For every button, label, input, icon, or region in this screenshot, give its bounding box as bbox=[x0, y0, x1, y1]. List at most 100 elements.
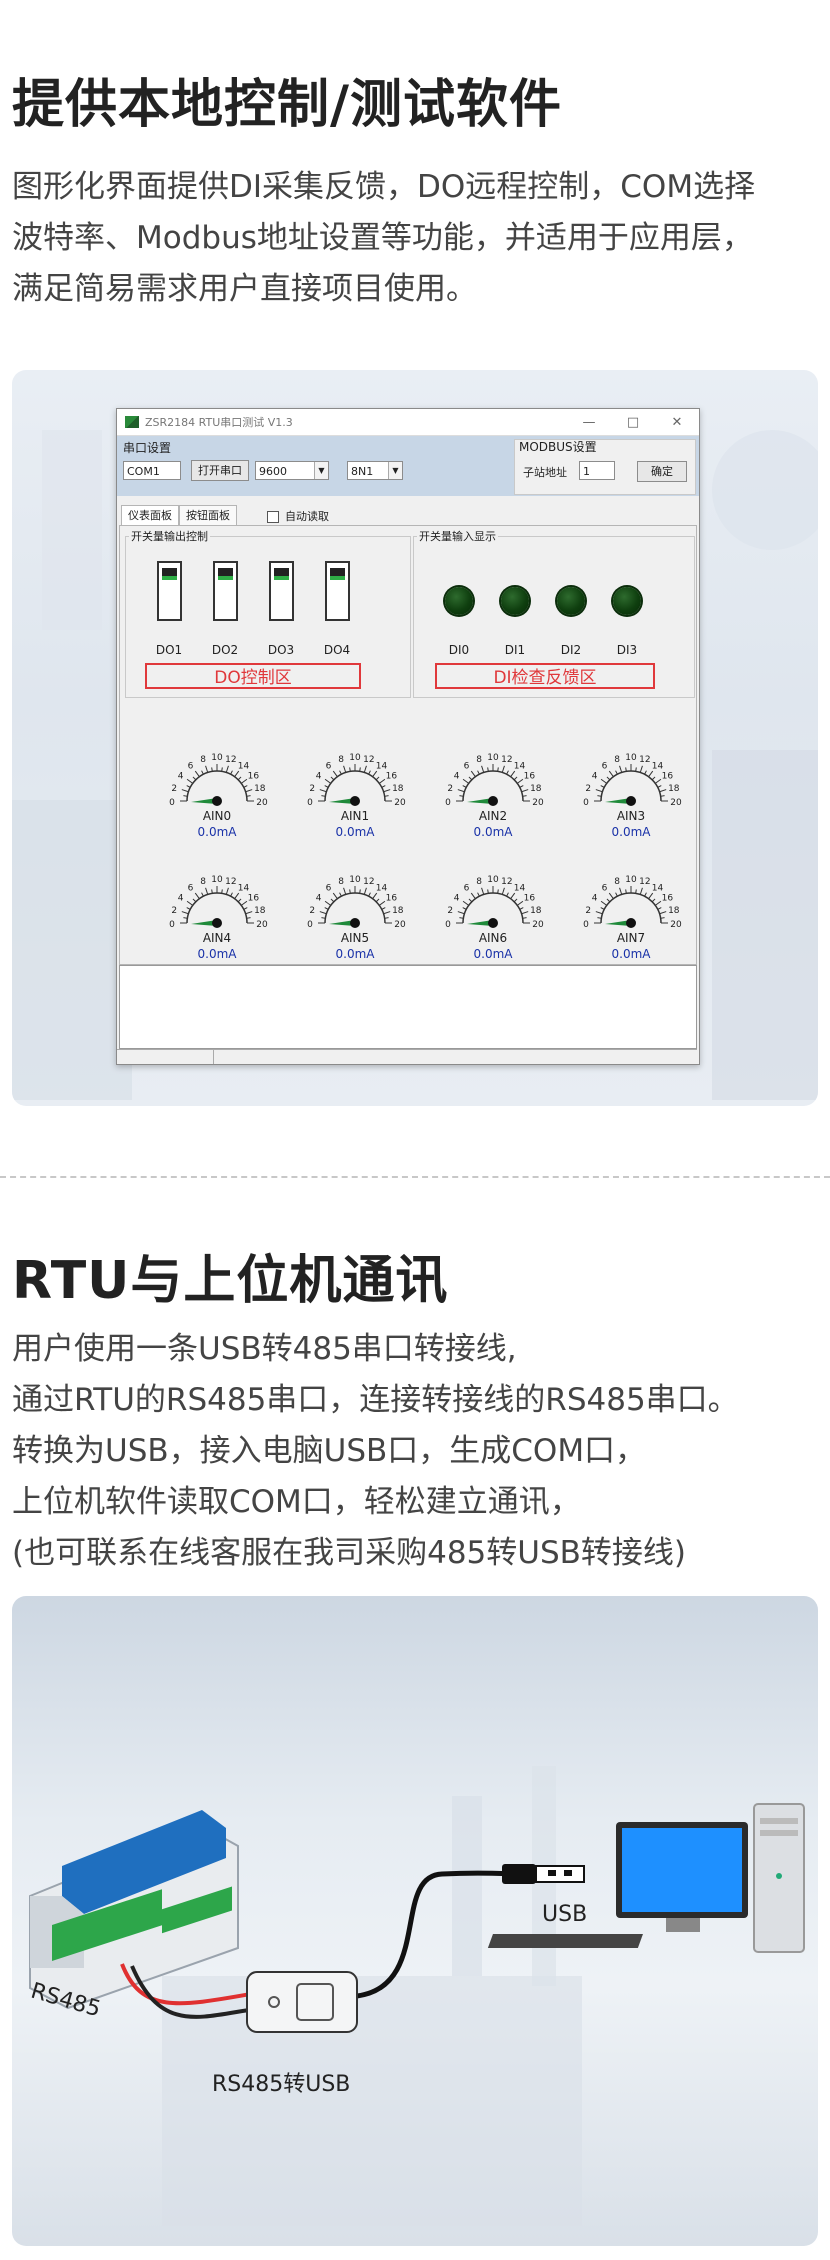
connection-diagram-panel: RS485 USB RS485转USB bbox=[12, 1596, 818, 2246]
gauge-tick-label: 10 bbox=[487, 875, 499, 885]
gauge-tick-label: 18 bbox=[254, 906, 266, 916]
gauge-tick bbox=[513, 776, 518, 781]
gauge-tick-label: 10 bbox=[349, 753, 361, 763]
gauge-tick bbox=[635, 889, 637, 894]
gauge-tick-label: 2 bbox=[171, 906, 177, 916]
slave-address-input[interactable]: 1 bbox=[579, 461, 615, 480]
gauge-tick bbox=[468, 898, 473, 903]
gauge-tick-label: 14 bbox=[376, 884, 388, 894]
gauge-needle bbox=[467, 920, 493, 926]
baud-rate-value: 9600 bbox=[259, 465, 287, 478]
gauge-name: AIN2 bbox=[478, 809, 508, 823]
format-select[interactable]: 8N1 ▼ bbox=[347, 461, 403, 480]
do1-label: DO1 bbox=[155, 643, 183, 657]
chevron-down-icon: ▼ bbox=[314, 462, 328, 479]
gauge-value: 0.0mA bbox=[611, 947, 651, 961]
gauge-tick-label: 20 bbox=[256, 920, 268, 930]
open-port-button[interactable]: 打开串口 bbox=[191, 460, 249, 481]
gauge-tick-label: 0 bbox=[445, 920, 451, 930]
confirm-button[interactable]: 确定 bbox=[637, 461, 687, 482]
section1-line: 波特率、Modbus地址设置等功能，并适用于应用层， bbox=[12, 220, 753, 256]
gauge-tick bbox=[349, 889, 351, 894]
gauge-arc bbox=[462, 770, 524, 802]
gauge-tick bbox=[608, 892, 614, 900]
gauge-tick-label: 12 bbox=[363, 755, 374, 765]
gauge-tick bbox=[186, 778, 194, 784]
gauge-tick bbox=[519, 785, 524, 788]
gauge-tick bbox=[648, 770, 654, 778]
gauge-tick bbox=[230, 770, 233, 775]
com-port-input[interactable]: COM1 bbox=[123, 461, 181, 480]
maximize-button[interactable]: □ bbox=[626, 414, 640, 430]
gauge-tick bbox=[644, 770, 647, 775]
gauge-tick bbox=[470, 770, 476, 778]
gauge-tick-label: 14 bbox=[376, 762, 388, 772]
gauge-tick-label: 12 bbox=[225, 755, 236, 765]
gauge-tick bbox=[368, 892, 371, 897]
gauge-tick-label: 14 bbox=[652, 884, 664, 894]
gauge-needle bbox=[191, 920, 217, 926]
do2-switch[interactable] bbox=[213, 561, 238, 621]
gauge-tick-label: 10 bbox=[211, 875, 223, 885]
gauge-tick bbox=[240, 900, 248, 906]
gauge-tick bbox=[501, 765, 505, 773]
title-bar: ZSR2184 RTU串口测试 V1.3 — □ ✕ bbox=[117, 409, 699, 436]
baud-rate-select[interactable]: 9600 ▼ bbox=[255, 461, 329, 480]
gauge-tick bbox=[522, 795, 527, 797]
gauge-tick-label: 4 bbox=[178, 894, 184, 904]
do3-label: DO3 bbox=[267, 643, 295, 657]
gauge-tick bbox=[240, 778, 248, 784]
minimize-button[interactable]: — bbox=[582, 414, 596, 430]
gauge-tick bbox=[381, 907, 386, 910]
gauge-tick bbox=[510, 770, 516, 778]
window-title: ZSR2184 RTU串口测试 V1.3 bbox=[145, 416, 293, 429]
tab-button-panel[interactable]: 按钮面板 bbox=[179, 505, 237, 526]
gauge-tick-label: 6 bbox=[464, 884, 470, 894]
gauge-tick-label: 10 bbox=[625, 875, 637, 885]
auto-read-label: 自动读取 bbox=[285, 510, 329, 523]
gauge-needle bbox=[329, 798, 355, 804]
gauge-tick-label: 4 bbox=[592, 894, 598, 904]
gauge-tick-label: 6 bbox=[602, 884, 608, 894]
do3-switch[interactable] bbox=[269, 561, 294, 621]
tab-gauge-panel[interactable]: 仪表面板 bbox=[121, 505, 179, 526]
gauge-tick bbox=[321, 917, 326, 919]
gauge-tick bbox=[324, 900, 332, 906]
gauge-tick-label: 18 bbox=[392, 784, 404, 794]
di-group bbox=[413, 536, 695, 698]
gauge-tick-label: 16 bbox=[662, 894, 674, 904]
gauge-tick bbox=[359, 767, 361, 772]
do1-switch[interactable] bbox=[157, 561, 182, 621]
gauge-tick bbox=[600, 785, 605, 788]
gauge-tick bbox=[243, 785, 248, 788]
gauge-tick-label: 0 bbox=[583, 920, 589, 930]
gauge-needle bbox=[605, 920, 631, 926]
gauge-tick-label: 8 bbox=[200, 755, 206, 765]
gauge-tick bbox=[595, 911, 603, 915]
gauge-tick-label: 2 bbox=[585, 906, 591, 916]
gauge-tick bbox=[501, 887, 505, 895]
serial-settings-group: 串口设置 COM1 打开串口 9600 ▼ 8N1 ▼ bbox=[121, 439, 513, 491]
gauge-tick-label: 6 bbox=[326, 762, 332, 772]
do4-switch[interactable] bbox=[325, 561, 350, 621]
gauge-tick bbox=[324, 785, 329, 788]
gauge-tick-label: 8 bbox=[200, 877, 206, 887]
gauge-needle bbox=[329, 920, 355, 926]
gauge-tick bbox=[246, 795, 251, 797]
gauge-tick bbox=[521, 911, 529, 915]
auto-read-checkbox[interactable]: 自动读取 bbox=[267, 508, 329, 524]
modbus-settings-group: MODBUS设置 子站地址 1 确定 bbox=[514, 439, 696, 495]
di3-label: DI3 bbox=[616, 643, 638, 657]
gauge-tick bbox=[459, 917, 464, 919]
close-button[interactable]: ✕ bbox=[671, 414, 683, 430]
gauge-tick bbox=[477, 892, 480, 897]
gauge-tick-label: 0 bbox=[307, 798, 313, 808]
tab-content bbox=[119, 525, 697, 965]
gauge-tick bbox=[660, 917, 665, 919]
gauge-tick bbox=[183, 917, 188, 919]
